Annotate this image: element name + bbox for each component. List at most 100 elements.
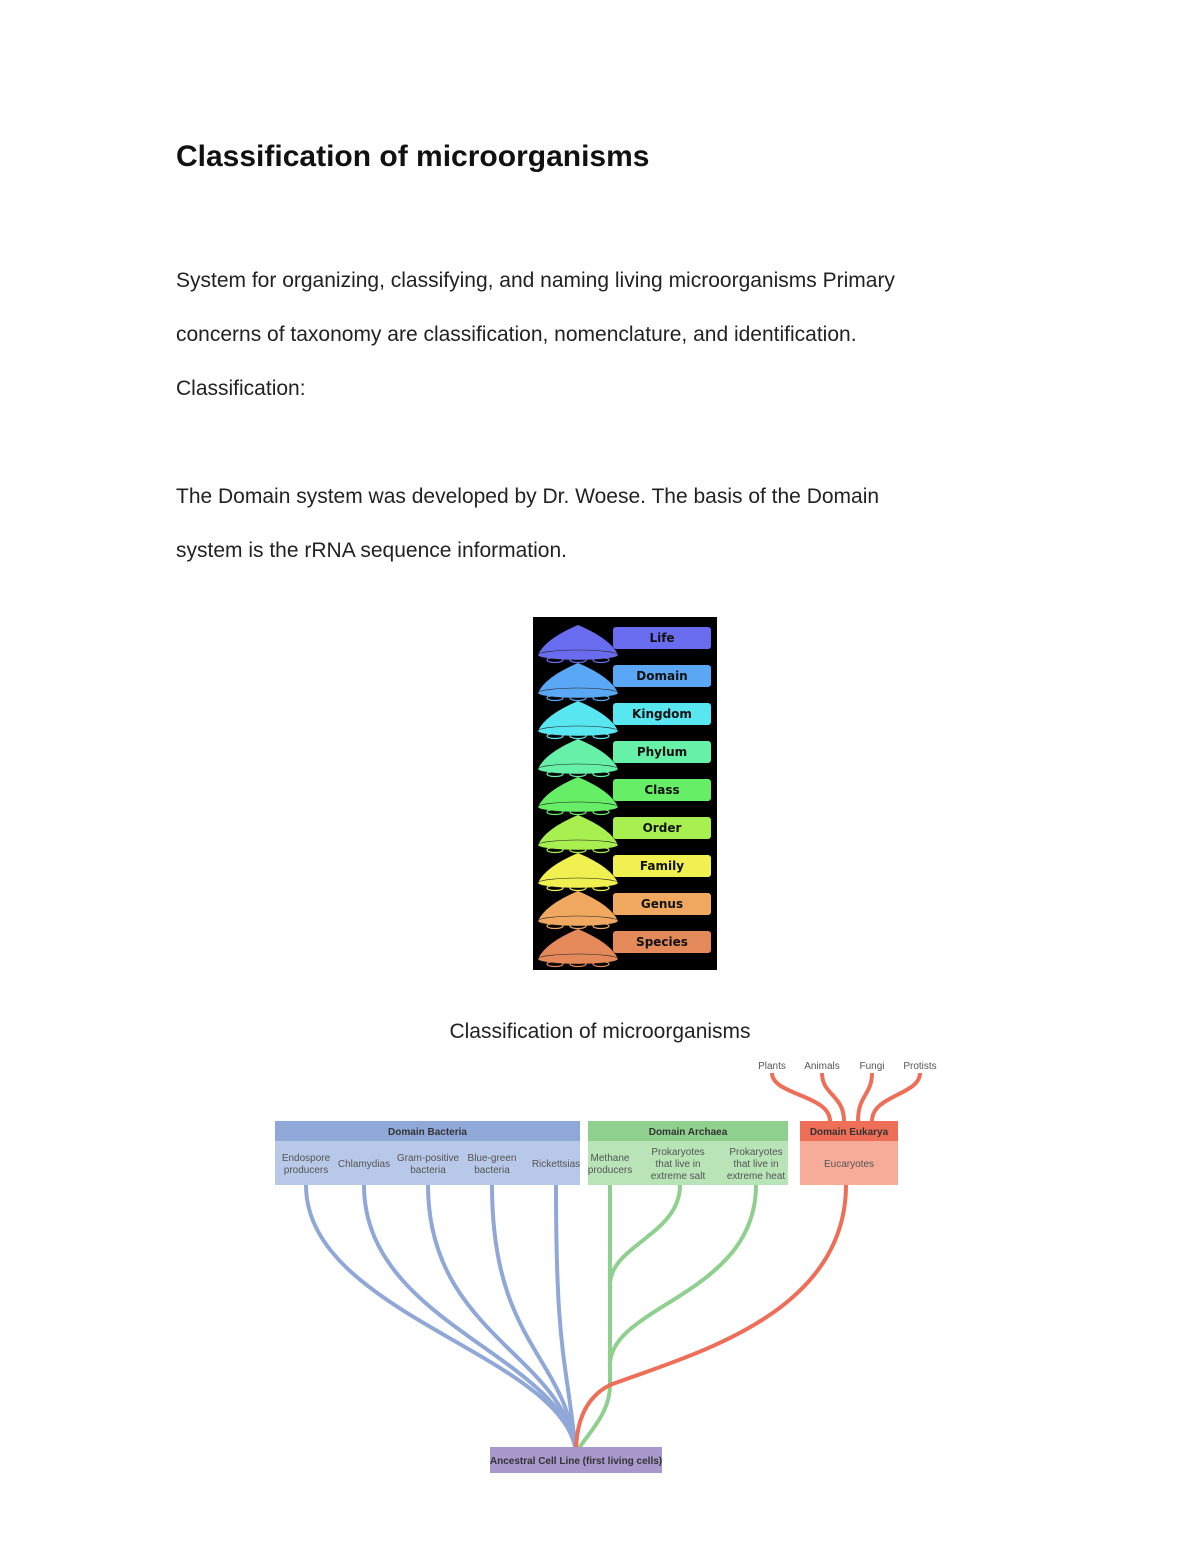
rank-family: Family bbox=[537, 853, 711, 892]
rank-species: Species bbox=[537, 929, 711, 968]
archaea-branch bbox=[574, 1185, 612, 1454]
rank-label: Genus bbox=[641, 897, 683, 911]
domain-name: Domain Eukarya bbox=[810, 1127, 889, 1138]
rank-bell-base bbox=[537, 801, 619, 813]
bacteria-branch bbox=[490, 1183, 578, 1455]
rank-order: Order bbox=[537, 815, 711, 854]
archaea-branch bbox=[608, 1184, 758, 1366]
archaea-branch bbox=[608, 1184, 682, 1286]
root-box bbox=[490, 1447, 662, 1473]
rank-bell-base bbox=[537, 725, 619, 737]
rank-swirl bbox=[546, 808, 564, 816]
rank-bell-base bbox=[537, 953, 619, 965]
rank-label: Phylum bbox=[637, 745, 687, 759]
member-rickettsias: Rickettsias bbox=[532, 1159, 580, 1170]
figure-caption: Classification of microorganisms bbox=[449, 1020, 751, 1043]
rank-bell bbox=[538, 701, 618, 731]
domain-line-2: system is the rRNA sequence information. bbox=[176, 539, 568, 562]
rank-swirl bbox=[592, 960, 610, 968]
rank-label-box bbox=[613, 627, 711, 649]
rank-label-box bbox=[613, 703, 711, 725]
rank-domain: Domain bbox=[537, 663, 711, 702]
rank-swirl bbox=[569, 694, 587, 702]
rank-kingdom: Kingdom bbox=[537, 701, 711, 740]
rank-label-box bbox=[613, 741, 711, 763]
rank-swirl bbox=[592, 808, 610, 816]
rank-swirl bbox=[569, 960, 587, 968]
rank-label: Family bbox=[640, 859, 684, 873]
tree-branches bbox=[304, 1072, 922, 1455]
rank-swirl bbox=[592, 694, 610, 702]
eukarya-branch bbox=[574, 1184, 848, 1454]
rank-swirl bbox=[546, 732, 564, 740]
rank-label-box bbox=[613, 931, 711, 953]
bacteria-branch bbox=[554, 1183, 578, 1455]
rank-life: Life bbox=[537, 625, 711, 664]
rank-bell-base bbox=[537, 649, 619, 661]
domain-name: Domain Archaea bbox=[649, 1127, 728, 1138]
domain-header bbox=[800, 1121, 898, 1141]
domain-name: Domain Bacteria bbox=[388, 1127, 467, 1138]
rank-swirl bbox=[546, 846, 564, 854]
rank-swirl bbox=[569, 732, 587, 740]
rank-label: Order bbox=[643, 821, 682, 835]
rank-svg: LifeDomainKingdomPhylumClassOrderFamilyG… bbox=[537, 625, 711, 968]
eukarya-group-branch bbox=[770, 1072, 832, 1122]
document-title: Classification of microorganisms bbox=[176, 140, 650, 173]
rank-label-box bbox=[613, 893, 711, 915]
rank-bell bbox=[538, 891, 618, 921]
rank-label: Class bbox=[644, 783, 679, 797]
ancestral-cell-line: Ancestral Cell Line (first living cells) bbox=[490, 1447, 662, 1473]
rank-phylum: Phylum bbox=[537, 739, 711, 778]
rank-bell bbox=[538, 739, 618, 769]
eukarya-group-animals: Animals bbox=[804, 1061, 840, 1072]
domain-members bbox=[588, 1141, 788, 1185]
eukarya-group-fungi: Fungi bbox=[859, 1061, 884, 1072]
eukarya-group-protists: Protists bbox=[903, 1061, 936, 1072]
eukarya-group-plants: Plants bbox=[758, 1061, 786, 1072]
rank-bell-base bbox=[537, 687, 619, 699]
rank-bell-base bbox=[537, 839, 619, 851]
domain-header bbox=[275, 1121, 580, 1141]
rank-bell-base bbox=[537, 763, 619, 775]
rank-bell-base bbox=[537, 877, 619, 889]
rank-genus: Genus bbox=[537, 891, 711, 930]
rank-swirl bbox=[569, 846, 587, 854]
intro-line-3: Classification: bbox=[176, 377, 306, 400]
intro-paragraph: System for organizing, classifying, and … bbox=[176, 254, 1026, 416]
rank-bell bbox=[538, 625, 618, 655]
rank-swirl bbox=[569, 922, 587, 930]
rank-swirl bbox=[546, 656, 564, 664]
rank-bell-base bbox=[537, 915, 619, 927]
rank-label: Kingdom bbox=[632, 707, 692, 721]
rank-label-box bbox=[613, 665, 711, 687]
domain-header bbox=[588, 1121, 788, 1141]
rank-swirl bbox=[546, 770, 564, 778]
eukarya-group-branch bbox=[856, 1072, 874, 1122]
bacteria-branch bbox=[362, 1183, 578, 1455]
intro-line-2: concerns of taxonomy are classification,… bbox=[176, 323, 857, 346]
domain-members bbox=[800, 1141, 898, 1185]
rank-swirl bbox=[592, 732, 610, 740]
rank-swirl bbox=[546, 884, 564, 892]
rank-bell bbox=[538, 815, 618, 845]
rank-swirl bbox=[546, 694, 564, 702]
rank-swirl bbox=[592, 922, 610, 930]
rank-class: Class bbox=[537, 777, 711, 816]
rank-swirl bbox=[592, 846, 610, 854]
rank-swirl bbox=[569, 770, 587, 778]
rank-bell bbox=[538, 853, 618, 883]
rank-swirl bbox=[569, 808, 587, 816]
